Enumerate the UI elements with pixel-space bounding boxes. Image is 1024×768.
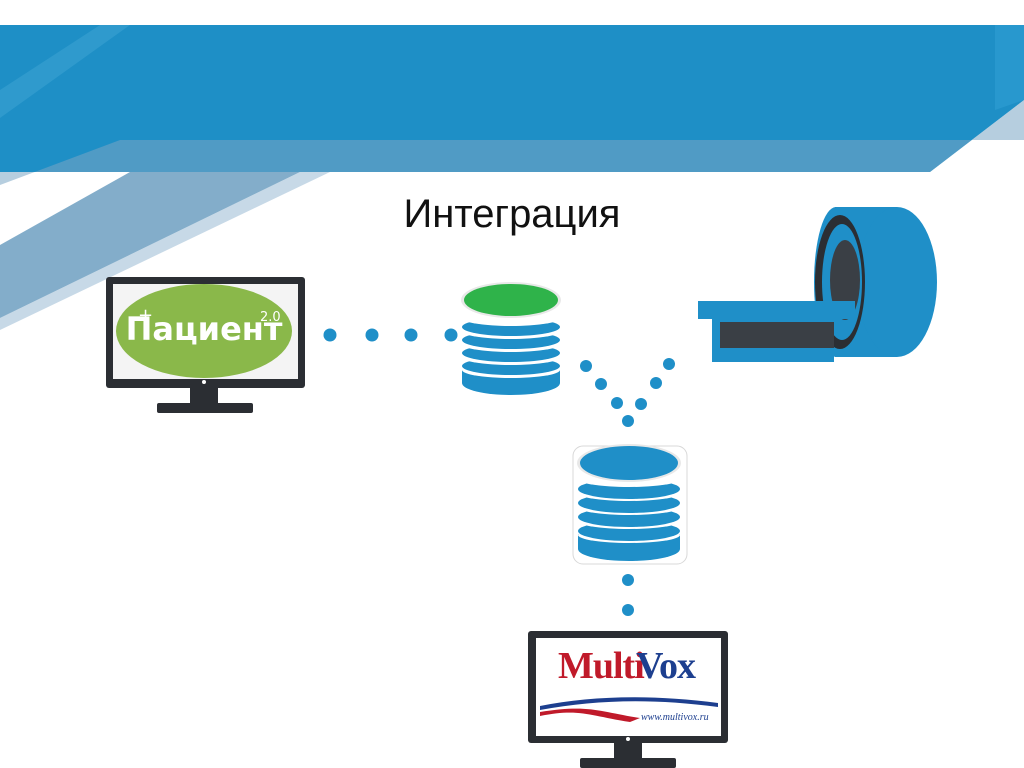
mri-bore-hole (830, 240, 860, 320)
connector-dbs-and-mri-to-pacs (580, 358, 675, 427)
multivox-logo-vox: Vox (636, 645, 696, 687)
slide-title: Интеграция (403, 192, 621, 236)
monitor-neck (190, 388, 218, 404)
db-top (580, 446, 678, 480)
patient-monitor (106, 277, 305, 413)
connector-patient-to-db (323, 328, 458, 342)
connector-dot (611, 397, 623, 409)
patient-logo-plus: + (138, 305, 154, 326)
connector-dot (595, 378, 607, 390)
db-top (464, 284, 558, 316)
banner-main-shape (0, 25, 1024, 172)
connector-dot (580, 360, 592, 372)
connector-dot (404, 328, 418, 342)
patient-database-icon (461, 282, 561, 395)
banner-left-wedge-light (0, 172, 330, 330)
mri-scanner-icon (698, 207, 937, 362)
multivox-swoosh-red (540, 708, 640, 722)
mri-table-top (698, 301, 855, 319)
connector-dot (650, 377, 662, 389)
monitor-power-dot (202, 380, 206, 384)
banner-right-edge (995, 25, 1024, 110)
patient-logo-ellipse (116, 284, 292, 378)
connector-dot (444, 328, 458, 342)
patient-logo-text: Пациент (125, 310, 283, 348)
multivox-logo-multi: Multi (558, 645, 645, 687)
multivox-logo-url: www.multivox.ru (641, 712, 709, 723)
multivox-monitor (528, 631, 728, 768)
monitor-power-dot (626, 737, 630, 741)
monitor-stand (580, 758, 676, 768)
connector-dot (323, 328, 337, 342)
multivox-swoosh-blue (540, 697, 718, 710)
monitor-stand (157, 403, 253, 413)
connector-dot (635, 398, 647, 410)
connector-dot (365, 328, 379, 342)
connector-dot (663, 358, 675, 370)
connector-dot (622, 574, 634, 586)
header-banner (0, 25, 1024, 330)
monitor-neck (614, 743, 642, 759)
connector-pacs-to-multivox (622, 574, 634, 616)
patient-logo-version: 2.0 (260, 310, 281, 325)
connector-dot (622, 415, 634, 427)
mri-gantry-back (857, 207, 937, 357)
banner-light-band (0, 100, 1024, 185)
mri-table-dark (720, 322, 834, 348)
banner-diagonal-stripe (0, 25, 130, 118)
connector-dot (622, 604, 634, 616)
pacs-database-icon (572, 444, 688, 565)
